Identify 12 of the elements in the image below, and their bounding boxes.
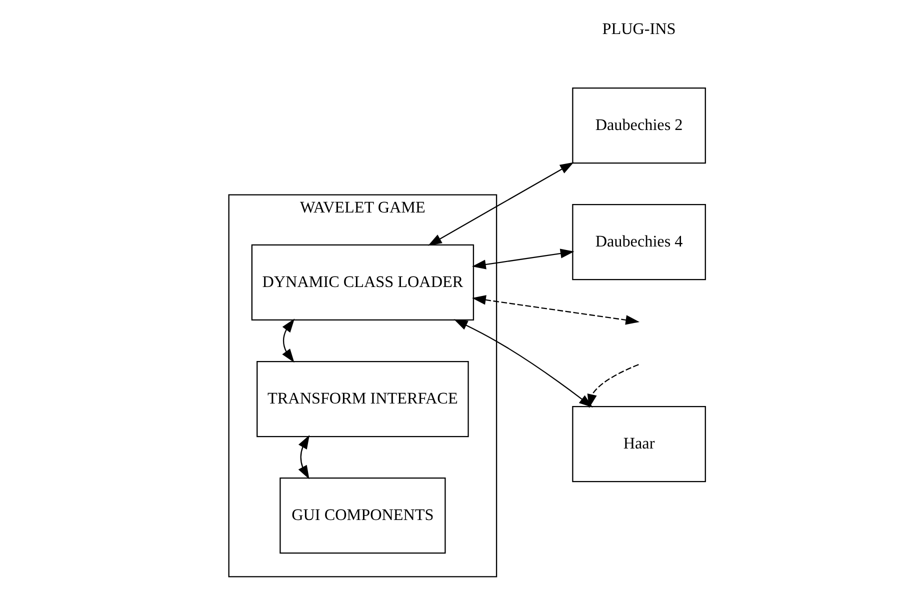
arrow [282,318,294,363]
label: PLUG-INS [602,21,676,38]
node-box: Daubechies 4 [572,204,706,280]
arrow [472,295,640,325]
arrow [427,162,574,246]
node-box: Haar [572,406,706,482]
node-box: GUI COMPONENTS [279,477,446,554]
arrow [472,248,574,270]
node-box: TRANSFORM INTERFACE [256,360,468,438]
node-box: Daubechies 2 [572,87,706,164]
node-box: DYNAMIC CLASS LOADER [250,244,474,321]
arrow [298,435,310,480]
